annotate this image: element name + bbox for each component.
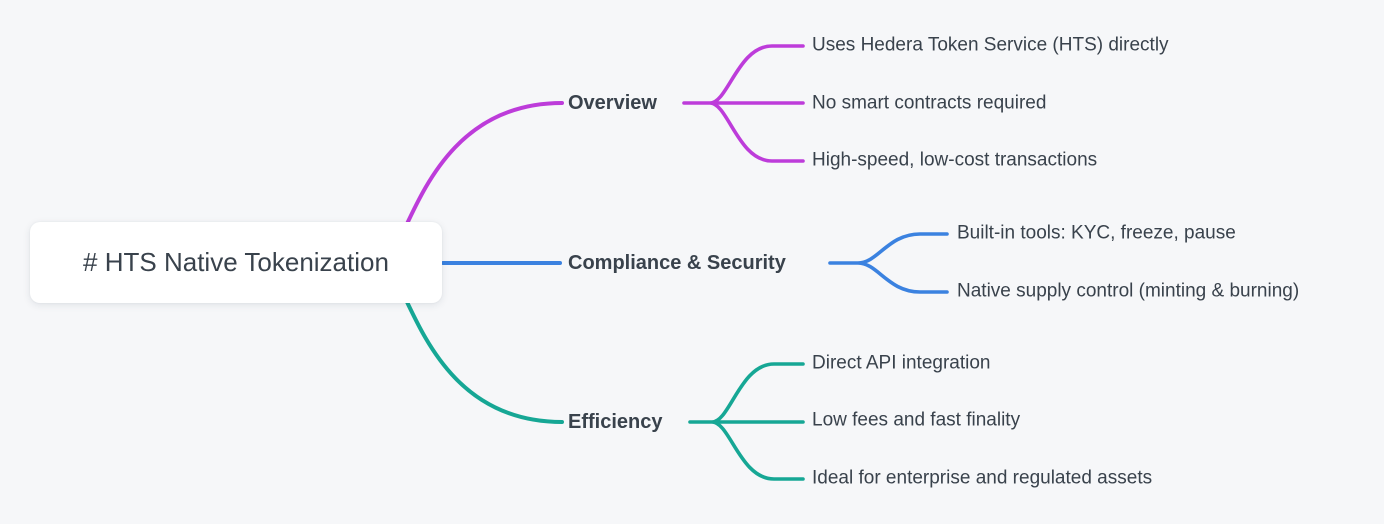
branch-label-efficiency[interactable]: Efficiency: [568, 411, 663, 433]
child-node-efficiency-1[interactable]: Direct API integration: [812, 352, 991, 374]
child-node-overview-1[interactable]: Uses Hedera Token Service (HTS) directly: [812, 34, 1169, 56]
root-node[interactable]: # HTS Native Tokenization: [30, 222, 442, 303]
branch-label-overview[interactable]: Overview: [568, 92, 657, 114]
child-node-overview-2[interactable]: No smart contracts required: [812, 92, 1047, 114]
branch-label-compliance-security[interactable]: Compliance & Security: [568, 252, 786, 274]
child-node-overview-3[interactable]: High-speed, low-cost transactions: [812, 149, 1098, 171]
child-node-efficiency-3[interactable]: Ideal for enterprise and regulated asset…: [812, 467, 1153, 489]
child-node-efficiency-2[interactable]: Low fees and fast finality: [812, 409, 1021, 431]
root-node-label: # HTS Native Tokenization: [83, 247, 389, 277]
links-compliance-children: [828, 232, 949, 294]
links-efficiency-children: [688, 362, 805, 481]
child-node-compliance-1[interactable]: Built-in tools: KYC, freeze, pause: [957, 222, 1236, 244]
links-overview-children: [682, 44, 805, 163]
child-node-compliance-2[interactable]: Native supply control (minting & burning…: [957, 280, 1300, 302]
